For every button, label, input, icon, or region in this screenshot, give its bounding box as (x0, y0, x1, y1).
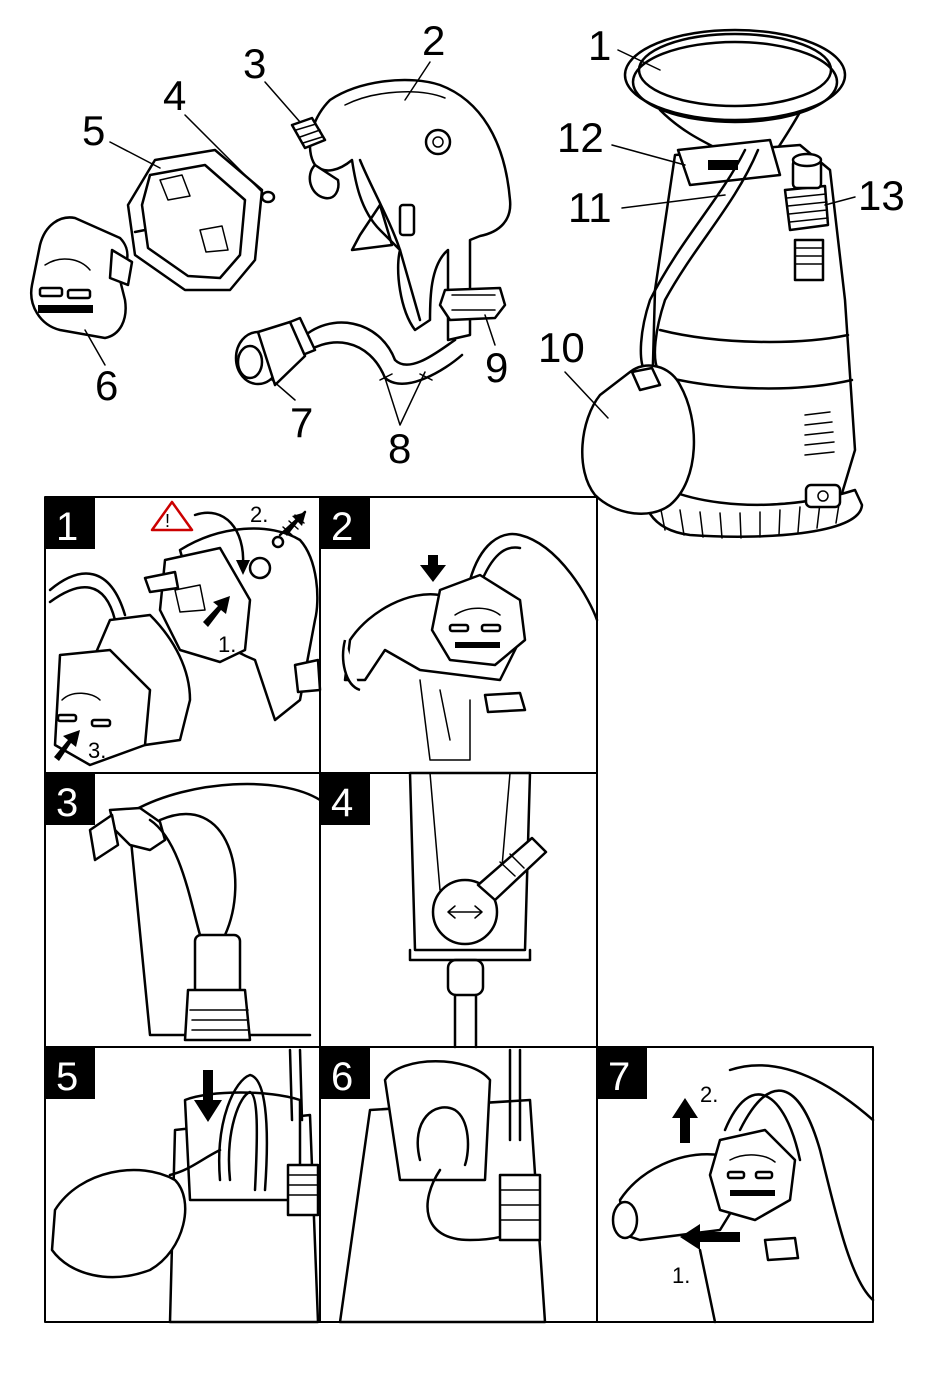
callout-3: 3 (243, 40, 266, 87)
warning-icon: ! (165, 511, 170, 531)
step-2-panel: 2 (320, 497, 597, 760)
callout-1: 1 (588, 22, 611, 69)
pump-float-switch (582, 366, 694, 514)
callout-12: 12 (557, 114, 604, 161)
callout-10: 10 (538, 324, 585, 371)
step-5-number: 5 (56, 1055, 78, 1099)
step-1-substep-2: 2. (250, 502, 268, 527)
step-7-substep-1: 1. (672, 1263, 690, 1288)
callout-11: 11 (568, 184, 612, 231)
callout-2: 2 (422, 17, 445, 64)
arrow-up-icon (672, 1098, 698, 1143)
step-1-substep-3: 3. (88, 738, 106, 763)
callout-7: 7 (290, 399, 313, 446)
part-clip (440, 288, 505, 320)
callout-9: 9 (485, 344, 508, 391)
step-2-number: 2 (331, 505, 353, 549)
step-1-panel: 1 ! 1. 2. 3. (45, 497, 320, 765)
step-6-number: 6 (331, 1055, 353, 1099)
step-7-panel: 7 2. 1. (597, 1047, 873, 1322)
part-cover-cap (31, 217, 132, 338)
callout-6: 6 (95, 362, 118, 409)
step-1-substep-1: 1. (218, 632, 236, 657)
part-o-ring (262, 192, 274, 202)
step-3-panel: 3 (45, 773, 320, 1040)
callout-13: 13 (858, 172, 905, 219)
arrow-screw-icon (283, 512, 306, 536)
step-4-panel: 4 (320, 773, 546, 1047)
step-4-number: 4 (331, 781, 353, 825)
step-5-panel: 5 (45, 1047, 318, 1322)
step-6-panel: 6 (320, 1047, 545, 1322)
pump-illustration (582, 30, 862, 538)
step-3-number: 3 (56, 781, 78, 825)
callout-4: 4 (163, 72, 186, 119)
part-hose (236, 318, 462, 385)
step-7-number: 7 (608, 1055, 630, 1099)
step-7-substep-2: 2. (700, 1082, 718, 1107)
callout-8: 8 (388, 425, 411, 472)
step-1-number: 1 (56, 505, 78, 549)
callout-5: 5 (82, 107, 105, 154)
arrow-down-icon (420, 555, 446, 582)
